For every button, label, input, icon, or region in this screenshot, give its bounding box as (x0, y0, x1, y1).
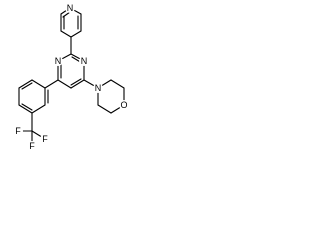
atom-labels: N N N N O F F F (13, 3, 129, 151)
bond-pyridine-c4-c5 (60, 30, 72, 38)
bond-phenyl-c5-c6 (18, 79, 33, 89)
molecule-structure-diagram: N N N N O F F F (13, 3, 129, 151)
bond-phenyl-c3-c4-double (21, 103, 33, 111)
bond-phenyl-c3-c4 (18, 104, 33, 114)
morpholine-n-label: N (95, 83, 102, 93)
bond-phenyl-c2-c3 (31, 104, 46, 114)
bond-pyrimidine-c5-c6 (57, 79, 72, 89)
pyridine-n-label: N (67, 3, 74, 13)
bond-morpholine-c5-c6 (110, 79, 125, 89)
bond-phenyl-c5-c6-double (21, 82, 33, 90)
pyrimidine-n3-label: N (81, 56, 88, 66)
cf3-f-right-bg (40, 134, 50, 144)
pyrimidine-n1-bg (53, 56, 63, 66)
bond-pyrimidine-c4-c5 (70, 79, 85, 89)
cf3-f-bottom-bg (27, 141, 37, 151)
morpholine-o-bg (119, 100, 129, 110)
bond-pyrimidine-phenyl (44, 79, 59, 89)
cf3-f-bottom-label: F (29, 141, 35, 151)
cf3-f-right-label: F (42, 134, 48, 144)
bond-pyrimidine-c4-c5-double (70, 78, 82, 86)
pyridine-n-bg (65, 3, 75, 13)
bond-pyridine-c3-c4 (70, 30, 82, 38)
morpholine-o-label: O (120, 100, 127, 110)
morpholine-n-bg (93, 83, 103, 93)
bond-phenyl-c6-c1 (31, 79, 46, 89)
cf3-f-left-label: F (15, 126, 21, 136)
pyrimidine-n1-label: N (55, 56, 62, 66)
bond-morpholine-c2-c3 (97, 104, 112, 114)
bonds (17, 7, 125, 147)
cf3-f-left-bg (13, 126, 23, 136)
pyrimidine-n3-bg (79, 56, 89, 66)
